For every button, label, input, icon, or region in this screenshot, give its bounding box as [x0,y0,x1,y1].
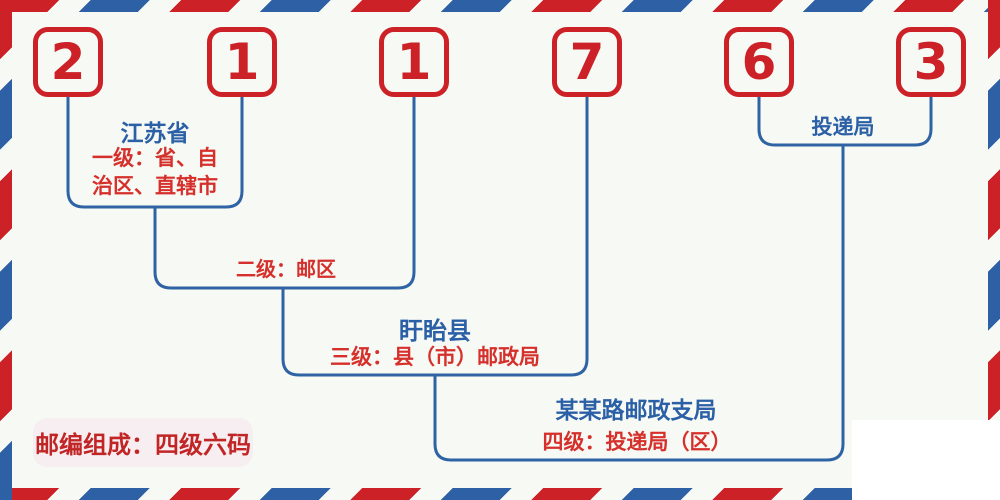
level4-place-label: 某某路邮政支局 [555,398,717,423]
digit-box-6: 3 [896,27,966,97]
digit-4: 7 [569,33,605,91]
digit-1: 2 [50,33,86,91]
digit-box-2: 1 [207,27,277,97]
digit-2: 1 [224,33,260,91]
digit-box-3: 1 [379,27,449,97]
composition-badge: 邮编组成：四级六码 [33,418,253,467]
airmail-border-left [0,0,12,500]
level1-place-label: 江苏省 [120,121,190,146]
bracket-delivery [757,97,933,147]
airmail-border-right [988,0,1000,500]
blank-corner-patch [852,420,1000,500]
digit-box-4: 7 [552,27,622,97]
level4-desc-label: 四级：投递局（区） [542,431,732,454]
level1-desc-label: 一级：省、自治区、直辖市 [92,147,218,198]
digit-box-1: 2 [33,27,103,97]
airmail-border-top [0,0,1000,12]
level2-desc-label: 二级：邮区 [236,259,336,281]
delivery-office-label: 投递局 [811,115,875,139]
composition-badge-text: 邮编组成：四级六码 [35,433,251,459]
level3-place-label: 盱眙县 [399,319,471,345]
bracket-level4 [433,145,845,462]
digit-3: 1 [396,33,432,91]
digit-6: 3 [913,33,949,91]
digit-box-5: 6 [724,27,794,97]
airmail-border-bottom [0,488,1000,500]
level3-desc-label: 三级：县（市）邮政局 [330,346,540,369]
digit-5: 6 [741,33,777,91]
